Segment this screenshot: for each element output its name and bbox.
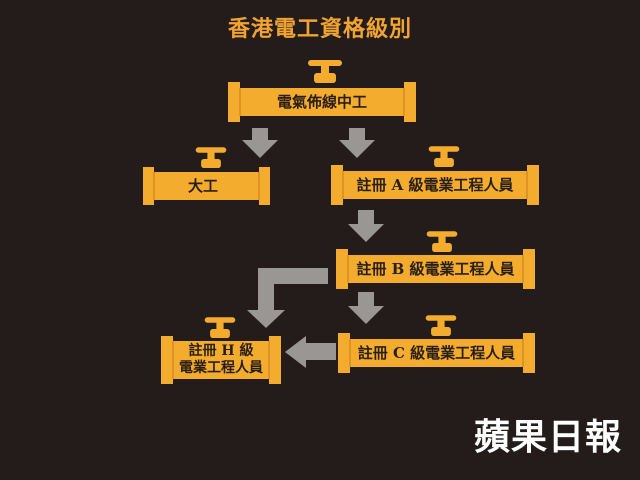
valve-icon (426, 231, 458, 252)
arrow-grade-a-to-grade-b (348, 210, 384, 242)
node-grade-h-line1: 註冊 H 級 (188, 343, 254, 359)
valve-icon (425, 315, 457, 336)
valve-icon (428, 146, 460, 167)
node-root-label: 電氣佈線中工 (276, 93, 367, 111)
valve-icon (195, 147, 227, 168)
node-grade-c-label: 註冊 C 級電業工程人員 (357, 344, 516, 362)
node-grade-h-pipe (161, 317, 281, 384)
arrow-grade-c-to-grade-h (285, 336, 336, 368)
arrow-grade-b-to-grade-h (247, 268, 328, 328)
node-grade-h-line2: 電業工程人員 (179, 360, 263, 376)
node-grade-a-pipe (331, 146, 539, 205)
node-grade-b-pipe (336, 231, 535, 289)
node-grade-a-label: 註冊 A 級電業工程人員 (356, 176, 514, 194)
node-grade-c-pipe (338, 315, 535, 373)
valve-icon (308, 60, 342, 83)
diagram-title: 香港電工資格級別 (227, 17, 412, 42)
arrow-root-to-da-gong (242, 128, 278, 158)
node-grade-b-label: 註冊 B 級電業工程人員 (356, 260, 515, 278)
arrow-grade-b-to-grade-c (348, 292, 384, 324)
arrow-root-to-grade-a (339, 128, 375, 158)
valve-icon (204, 317, 236, 338)
apple-daily-logo: 蘋果日報 (473, 417, 622, 458)
node-grade-h-label: 註冊 H 級 電業工程人員 (173, 341, 269, 379)
node-root-pipe (228, 60, 416, 122)
node-da-gong-label: 大工 (188, 177, 219, 195)
node-da-gong-pipe (143, 147, 270, 205)
